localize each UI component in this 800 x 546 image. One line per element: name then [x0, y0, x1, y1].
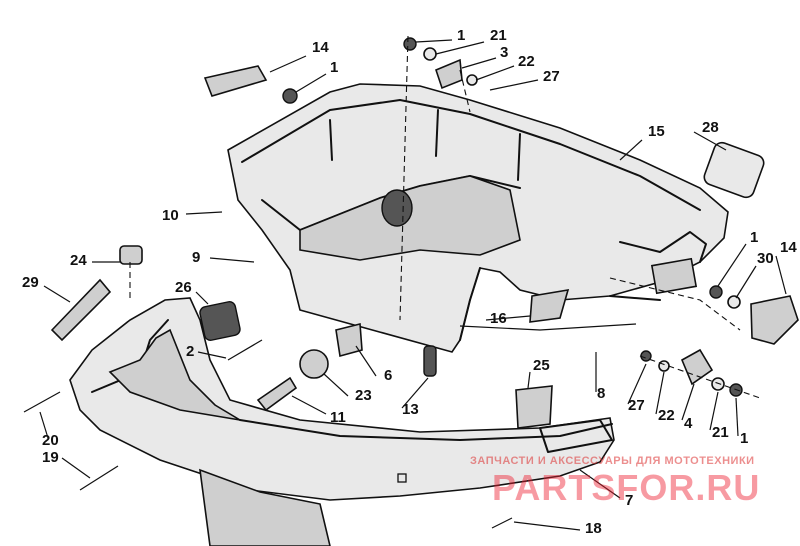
callout-4: 4 [684, 415, 693, 432]
part-28-sleeve [703, 141, 765, 199]
callout-2: 2 [186, 343, 194, 360]
part-14-left-latch [203, 65, 268, 97]
small-parts [23, 37, 799, 529]
callout-9: 9 [192, 249, 200, 266]
callout-21: 21 [712, 424, 729, 441]
part-1-right-nut [709, 285, 723, 299]
part-4-bracket [680, 348, 714, 386]
part-1-left-nut [282, 88, 298, 104]
part-6-grommet [335, 322, 363, 358]
part-21-washer [423, 47, 437, 61]
part-29-strip [50, 278, 112, 342]
watermark-brand: PARTSFOR.RU [492, 467, 760, 508]
callout-15: 15 [648, 123, 665, 140]
callout-19: 19 [42, 449, 59, 466]
part-30-washer [727, 295, 741, 309]
part-19-bolt [79, 465, 119, 491]
callout-13: 13 [402, 401, 419, 418]
callout-28: 28 [702, 119, 719, 136]
part-14-right-latch [750, 295, 799, 345]
part-8-rod [459, 323, 637, 331]
part-2-pin [227, 339, 263, 361]
assembly-guide-lines [129, 35, 761, 399]
upper-motor-cover [227, 83, 729, 353]
leader-lines [39, 39, 787, 531]
part-16-pad [529, 289, 570, 323]
callout-30: 30 [757, 250, 774, 267]
callout-21: 21 [490, 27, 507, 44]
callout-14: 14 [780, 239, 797, 256]
callout-1: 1 [457, 27, 465, 44]
part-23-bumper [299, 349, 329, 379]
callout-22: 22 [658, 407, 675, 424]
lower-motor-cover [69, 297, 615, 546]
callout-24: 24 [70, 252, 87, 269]
part-22-right-washer [658, 360, 670, 372]
callout-29: 29 [22, 274, 39, 291]
callout-27: 27 [628, 397, 645, 414]
callout-11: 11 [330, 409, 346, 426]
callout-16: 16 [490, 310, 507, 327]
part-25-pad [515, 385, 553, 429]
callout-20: 20 [42, 432, 59, 449]
callout-26: 26 [175, 279, 192, 296]
callout-10: 10 [162, 207, 179, 224]
part-18-screw [491, 517, 513, 529]
part-22-washer [466, 74, 478, 86]
part-11-stud [256, 376, 298, 412]
watermark: ЗАПЧАСТИ И АКСЕССУАРЫ ДЛЯ МОТОТЕХНИКИ PA… [470, 455, 760, 508]
callout-7: 7 [625, 492, 633, 509]
callout-8: 8 [597, 385, 605, 402]
callout-25: 25 [533, 357, 550, 374]
part-20-bolt [23, 391, 61, 413]
callout-1: 1 [740, 430, 748, 447]
callout-14: 14 [312, 39, 329, 56]
callout-3: 3 [500, 44, 508, 61]
part-13-clip [423, 345, 437, 377]
part-21-right-washer [711, 377, 725, 391]
callout-1: 1 [750, 229, 758, 246]
part-26-mount [199, 301, 241, 341]
callout-22: 22 [518, 53, 535, 70]
callout-1: 1 [330, 59, 338, 76]
callout-6: 6 [384, 367, 392, 384]
callout-27: 27 [543, 68, 560, 85]
part-3-bracket [435, 58, 463, 90]
watermark-tagline: ЗАПЧАСТИ И АКСЕССУАРЫ ДЛЯ МОТОТЕХНИКИ [470, 455, 755, 467]
part-24-grommet [119, 245, 143, 265]
callout-18: 18 [585, 520, 602, 537]
callout-23: 23 [355, 387, 372, 404]
part-1-top-nut [403, 37, 417, 51]
